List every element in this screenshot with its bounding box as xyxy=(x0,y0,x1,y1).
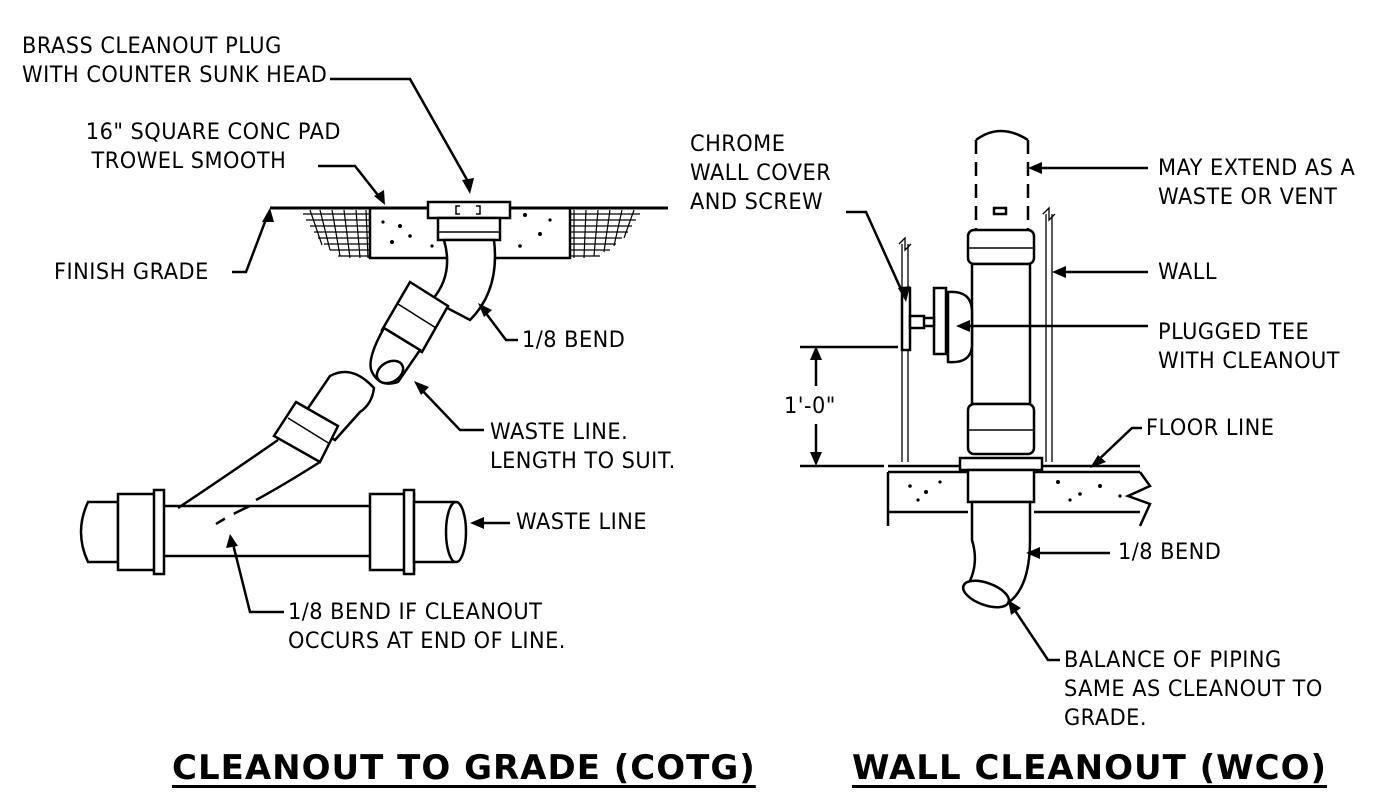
cotg-drawing xyxy=(79,77,668,614)
label-waste-line-suit: WASTE LINE. LENGTH TO SUIT. xyxy=(490,420,676,474)
label-plugged-tee: PLUGGED TEE WITH CLEANOUT xyxy=(1158,320,1341,374)
wall-lines xyxy=(898,206,1056,462)
label-chrome-wall-cover: CHROME WALL COVER AND SCREW xyxy=(690,132,832,215)
label-finish-grade: FINISH GRADE xyxy=(54,260,209,285)
label-wall: WALL xyxy=(1158,260,1218,285)
floor-slab xyxy=(886,471,1152,527)
label-conc-pad: 16" SQUARE CONC PAD TROWEL SMOOTH xyxy=(85,120,341,174)
title-cleanout-to-grade: CLEANOUT TO GRADE (COTG) xyxy=(172,748,756,788)
title-wall-cleanout: WALL CLEANOUT (WCO) xyxy=(852,748,1328,788)
label-brass-cleanout-plug: BRASS CLEANOUT PLUG WITH COUNTER SUNK HE… xyxy=(22,34,328,88)
wco-drawing xyxy=(800,129,1152,662)
waste-line-horizontal xyxy=(79,488,468,576)
upper-hub xyxy=(966,228,1036,266)
label-left-bend: 1/8 BEND xyxy=(522,328,626,353)
concrete-aggregate xyxy=(381,213,552,248)
pipe-top-break xyxy=(975,129,1029,142)
label-bend-end-of-line: 1/8 BEND IF CLEANOUT OCCURS AT END OF LI… xyxy=(288,600,566,654)
wye-curve-top xyxy=(177,438,279,510)
plugged-tee xyxy=(970,262,1032,406)
floor-sleeve xyxy=(958,456,1044,472)
earth-hatch-left xyxy=(303,209,370,259)
lower-hub xyxy=(966,402,1036,456)
plug-head xyxy=(455,205,481,215)
brass-cleanout-plug xyxy=(426,200,512,220)
label-may-extend: MAY EXTEND AS A WASTE OR VENT xyxy=(1158,156,1356,210)
earth-hatch-right xyxy=(570,209,640,259)
bend-upper xyxy=(430,238,497,322)
cotg-leaders xyxy=(226,77,518,614)
cleanout-ferrule xyxy=(436,216,502,242)
label-dimension: 1'-0" xyxy=(784,394,836,419)
bend-hub xyxy=(380,280,450,354)
slab-aggregate xyxy=(908,480,1122,502)
label-waste-line: WASTE LINE xyxy=(516,510,648,535)
label-right-bend: 1/8 BEND xyxy=(1118,540,1222,565)
label-floor-line: FLOOR LINE xyxy=(1146,416,1275,441)
wco-leaders xyxy=(846,162,1148,662)
label-balance-of-piping: BALANCE OF PIPING SAME AS CLEANOUT TO GR… xyxy=(1064,648,1323,731)
tee-cleanout-plug xyxy=(932,286,948,356)
dimension-1ft xyxy=(800,345,898,468)
